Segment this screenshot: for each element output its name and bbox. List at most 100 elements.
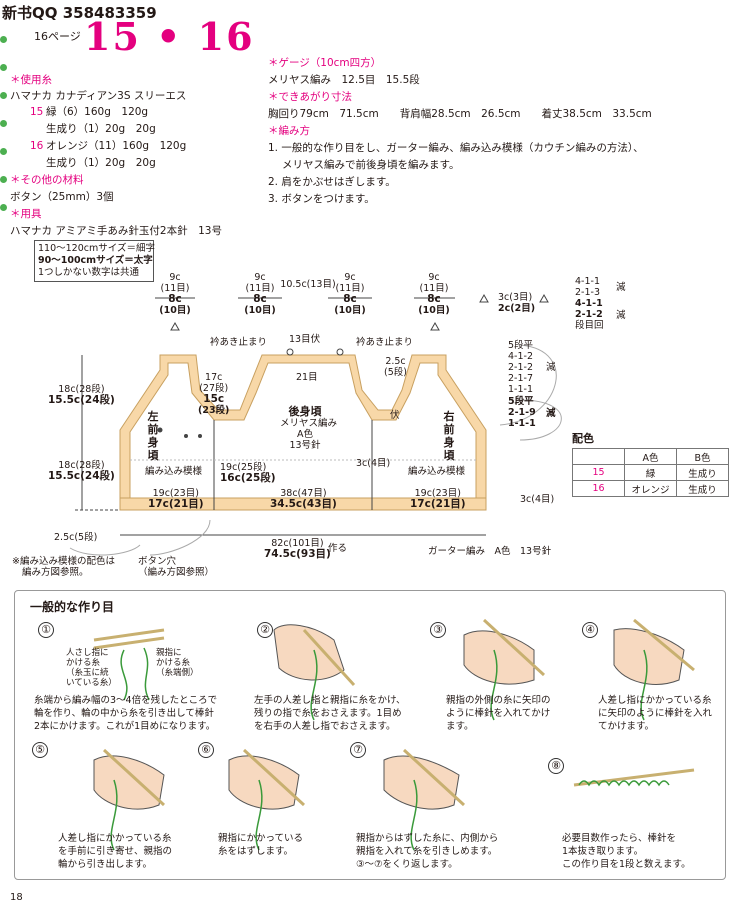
- step-row: 2-1-9: [508, 407, 536, 418]
- bh2: （編み方図参照）: [138, 567, 215, 578]
- size-legend-common: 1つしかない数字は共通: [38, 267, 140, 278]
- dec-label-2: 減: [616, 310, 626, 321]
- l18a: 18c(28段): [58, 384, 105, 395]
- hands-illustrations: [93, 618, 695, 851]
- dim-d: (10目): [334, 305, 366, 316]
- tools: ハマナカ アミアミ手あみ針玉付2本針 13号: [10, 225, 222, 237]
- neck-21: 21目: [296, 372, 318, 383]
- dim-top-2: 9c(11目) 8c(10目): [240, 272, 280, 316]
- l155b: 15.5c(24段): [48, 470, 115, 482]
- dec-label-3: 減: [546, 362, 556, 373]
- step-7-text: 親指からはずした糸に、内側から 親指を入れて糸を引きしめます。 ③～⑦をくり返し…: [356, 833, 499, 870]
- m16: 16c(25段): [220, 472, 276, 484]
- total-width: 82c(101目)74.5c(93目): [264, 538, 331, 560]
- dec-note: 3c(3目)2c(2目): [498, 292, 535, 314]
- dec-row: 2-1-2: [575, 309, 603, 320]
- step-row: 5段平: [508, 340, 534, 351]
- dim-c: 8c: [343, 293, 357, 305]
- back-color: A色: [297, 429, 313, 440]
- dim-a: 9c: [254, 272, 266, 283]
- step-5-text: 人差し指にかかっている糸 を手前に引き寄せ、親指の 輪から引き出します。: [58, 833, 173, 870]
- dec-label: 減: [616, 282, 626, 293]
- dim-top-1: 9c(11目) 8c(10目): [155, 272, 195, 316]
- step1-index-label: 人さし指にかける糸（糸玉に続いている糸）: [66, 648, 117, 688]
- button-hole-note: ボタン穴（編み方図参照）: [138, 556, 214, 578]
- pattern-note: ※編み込み模様の配色は編み方図参照。: [12, 556, 115, 578]
- l17: 17c: [205, 372, 223, 383]
- fuku: 伏: [390, 410, 400, 421]
- right-steps: 5段平 4-1-2 2-1-2 2-1-7 1-1-1: [508, 340, 533, 395]
- yarn-15-green: 緑（6）160g 120g: [46, 106, 149, 118]
- dim-b: (11目): [335, 283, 365, 294]
- dim-a: 9c: [344, 272, 356, 283]
- s1g: （糸端側）: [156, 668, 199, 678]
- step-row: 2-1-7: [508, 373, 533, 384]
- dim-d: (10目): [244, 305, 276, 316]
- dec-row: 2-1-3: [575, 287, 600, 298]
- step-row: 1-1-1: [508, 418, 536, 429]
- tsukuru: 作る: [328, 543, 348, 554]
- yarn-16-num: 16: [30, 140, 44, 152]
- bh1: ボタン穴: [138, 556, 177, 567]
- dim-a: 9c: [169, 272, 181, 283]
- neck-mid: 13目伏: [289, 334, 321, 345]
- eq-3c: 3c(4目): [356, 458, 391, 469]
- step-3-number: ③: [430, 622, 446, 638]
- garter-note: ガーター編み A色 13号針: [428, 546, 552, 557]
- l18b: 18c(28段): [58, 460, 105, 471]
- cell: 生成り: [676, 464, 729, 481]
- neck-25b: (5段): [384, 367, 407, 378]
- page-label: 16ページ: [34, 30, 81, 43]
- step-2-number: ②: [257, 622, 273, 638]
- l27: (27段): [199, 383, 229, 394]
- method-1b: メリヤス編みで前後身頃を編みます。: [282, 159, 460, 171]
- gauge-value: メリヤス編み 12.5目 15.5段: [268, 74, 420, 86]
- neck-25: 2.5c(5段): [384, 356, 407, 378]
- s1d: いている糸）: [66, 678, 117, 688]
- step-7-number: ⑦: [350, 742, 366, 758]
- yarn-15-cream: 生成り（1）20g 20g: [46, 123, 156, 135]
- method-title: ＊編み方: [268, 125, 310, 137]
- pattern-left: 編み込み模様: [145, 466, 203, 477]
- dec-note-a: 3c(3目): [498, 292, 533, 303]
- method-2: 2. 肩をかぶせはぎします。: [268, 176, 396, 188]
- s1a: 人さし指に: [66, 648, 109, 658]
- dim-c: 8c: [253, 293, 267, 305]
- tools-title: ＊用具: [10, 208, 42, 220]
- method-3: 3. ボタンをつけます。: [268, 193, 375, 205]
- page-title: 15 • 16: [84, 14, 255, 59]
- step-2-text: 左手の人差し指と親指に糸をかけ、 残りの指で糸をおさえます。1目め を右手の人差…: [254, 695, 406, 732]
- gauge-title: ＊ゲージ（10cm四方）: [268, 57, 382, 69]
- back-title: 後身頃: [288, 405, 322, 418]
- cell: 生成り: [676, 480, 729, 497]
- mid-19: 19c(25段)16c(25段): [220, 462, 276, 484]
- yarn-16-cream: 生成り（1）20g 20g: [46, 157, 156, 169]
- s1c: （糸玉に続: [66, 668, 109, 678]
- left-17: 17c(27段) 15c(23段): [198, 372, 229, 416]
- step-1-number: ①: [38, 622, 54, 638]
- dim-c: 8c: [168, 293, 182, 305]
- step-1-text: 糸端から編み幅の3～4倍を残したところで 輪を作り、輪の中から糸を引き出して棒針…: [34, 695, 218, 732]
- size-title: ＊できあがり寸法: [268, 91, 352, 103]
- left-18a: 18c(28段)15.5c(24段): [48, 384, 115, 406]
- dim-c: 8c: [427, 293, 441, 305]
- step-6-text: 親指にかかっている 糸をはずします。: [218, 833, 304, 857]
- step-row: 1-1-1: [508, 384, 533, 395]
- garment-diagram: [69, 293, 562, 556]
- cell: 15: [572, 464, 625, 481]
- dim-b: (11目): [419, 283, 449, 294]
- pn2: 編み方図参照。: [22, 567, 89, 578]
- size-value: 胸回り79cm 71.5cm 背肩幅28.5cm 26.5cm 着丈38.5cm…: [268, 108, 652, 120]
- b17r: 17c(21目): [410, 498, 466, 510]
- size-legend: 110～120cmサイズ＝細字 90～100cmサイズ＝太字 1つしかない数字は…: [34, 240, 155, 282]
- yarn-title: ＊使用糸: [10, 74, 52, 86]
- dim-d: (10目): [159, 305, 191, 316]
- left-front-label: 左 前 身 頃: [147, 410, 159, 462]
- step-8-number: ⑧: [548, 758, 564, 774]
- other-title: ＊その他の材料: [10, 174, 84, 186]
- neck-left: 衿あき止まり: [210, 337, 268, 348]
